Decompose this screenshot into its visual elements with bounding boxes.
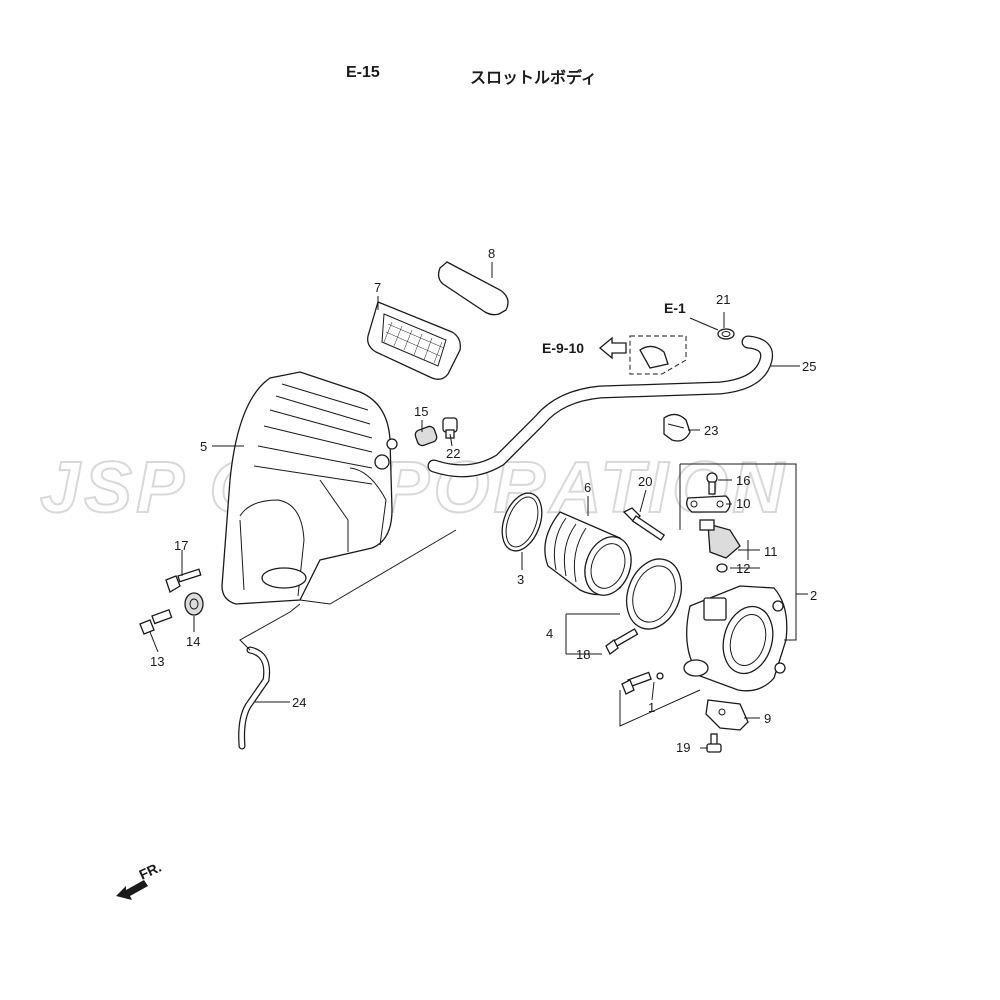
section-code: E-15 <box>346 64 380 81</box>
callout-18: 18 <box>576 647 590 662</box>
part-clip-21[interactable] <box>717 328 735 340</box>
callout-25: 25 <box>802 359 816 374</box>
callout-3: 3 <box>517 572 524 587</box>
ref-label-e9-10[interactable]: E-9-10 <box>542 340 584 356</box>
front-label: FR. <box>137 859 164 883</box>
callout-7: 7 <box>374 280 381 295</box>
part-air-cleaner-case-5[interactable] <box>221 371 398 605</box>
callout-labels: 1 2 3 4 5 6 7 8 9 10 11 12 13 14 15 16 1… <box>150 246 817 755</box>
callout-8: 8 <box>488 246 495 261</box>
part-grommet-14[interactable] <box>184 592 204 616</box>
part-band-3[interactable] <box>495 488 549 557</box>
part-connecting-tube-6[interactable] <box>544 511 639 602</box>
part-filter-element-7[interactable] <box>367 301 461 380</box>
part-plate-10[interactable] <box>686 495 731 513</box>
part-oring-12[interactable] <box>716 563 728 573</box>
assembly-frame <box>239 464 701 727</box>
part-grommet-15[interactable] <box>414 425 438 447</box>
part-screw-16[interactable] <box>706 472 718 495</box>
ref-label-e1[interactable]: E-1 <box>664 300 686 316</box>
callout-1: 1 <box>648 700 655 715</box>
callout-9: 9 <box>764 711 771 726</box>
part-bolt-20[interactable] <box>622 507 666 541</box>
part-bolt-17[interactable] <box>165 568 202 593</box>
callout-22: 22 <box>446 446 460 461</box>
part-clamp-band-4[interactable] <box>617 551 690 636</box>
part-throttle-body-2[interactable] <box>683 585 788 692</box>
callout-13: 13 <box>150 654 164 669</box>
part-screw-13[interactable] <box>139 609 173 635</box>
callout-20: 20 <box>638 474 652 489</box>
part-drain-tube-24[interactable] <box>238 646 271 750</box>
part-bolt-19[interactable] <box>706 733 722 753</box>
part-sensor-11[interactable] <box>699 519 741 559</box>
leader-lines <box>149 262 808 749</box>
callout-6: 6 <box>584 480 591 495</box>
front-direction-arrow <box>116 880 148 900</box>
part-gasket-8[interactable] <box>437 261 509 316</box>
callout-24: 24 <box>292 695 306 710</box>
callout-23: 23 <box>704 423 718 438</box>
callout-17: 17 <box>174 538 188 553</box>
callout-12: 12 <box>736 561 750 576</box>
part-holder-23[interactable] <box>663 413 691 442</box>
callout-10: 10 <box>736 496 750 511</box>
ref-arrow-e9-10 <box>598 336 627 360</box>
part-breather-tube-25[interactable] <box>427 335 774 478</box>
callout-11: 11 <box>764 544 778 559</box>
watermark: JSP CORPORATION <box>40 448 788 528</box>
callout-5: 5 <box>200 439 207 454</box>
section-title: スロットルボディ <box>470 70 597 87</box>
callout-16: 16 <box>736 473 750 488</box>
callout-19: 19 <box>676 740 690 755</box>
callout-15: 15 <box>414 404 428 419</box>
callout-14: 14 <box>186 634 200 649</box>
part-bracket-9[interactable] <box>705 699 749 731</box>
callout-21: 21 <box>716 292 730 307</box>
callout-4: 4 <box>546 626 553 641</box>
callout-2: 2 <box>810 588 817 603</box>
part-bolt-1[interactable] <box>621 671 664 695</box>
ref-part-clamp <box>629 335 687 375</box>
part-bolt-18[interactable] <box>605 628 639 655</box>
